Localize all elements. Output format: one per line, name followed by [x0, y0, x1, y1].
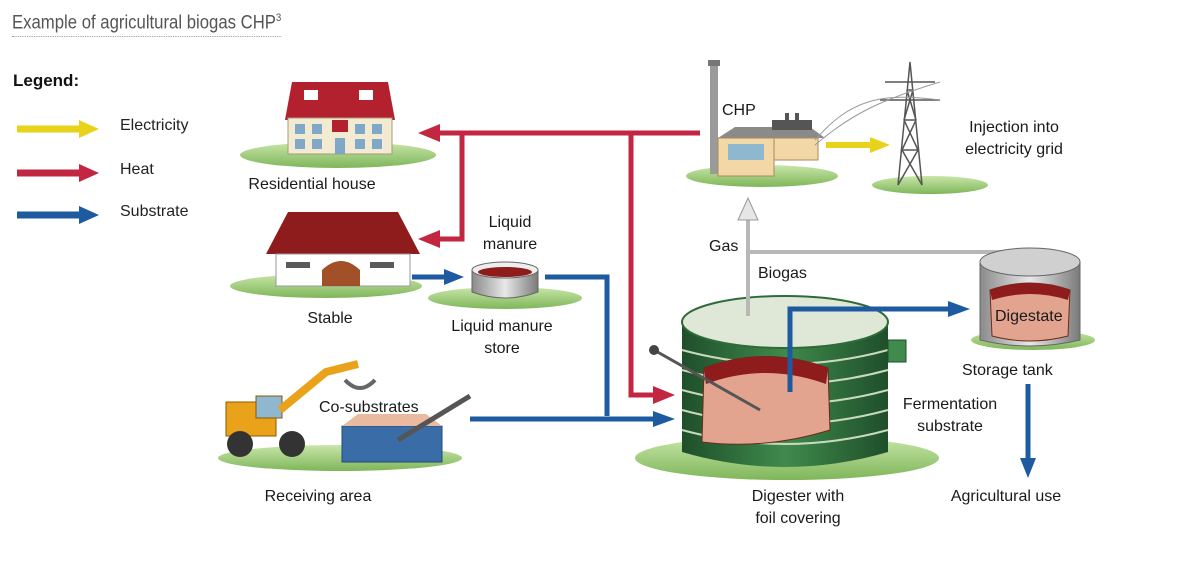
- label-agricultural-use: Agricultural use: [950, 488, 1062, 505]
- legend-title: Legend:: [13, 71, 80, 90]
- heat-arrow-to-house: [418, 124, 440, 142]
- substrate-arrow-to-field: [1020, 458, 1036, 478]
- electricity-arrow-icon: [17, 120, 99, 138]
- chp-unit-icon: [708, 60, 825, 177]
- legend-label-heat: Heat: [120, 161, 154, 178]
- label-fermentation-substrate: Fermentation substrate: [902, 396, 998, 435]
- co-substrate-hopper-icon: [341, 393, 472, 463]
- heat-arrow-icon: [17, 164, 99, 182]
- label-gas: Gas: [709, 238, 739, 255]
- residential-house-icon: [285, 82, 395, 155]
- liquid-manure-store-icon: [471, 261, 539, 299]
- power-pylon-icon: [814, 61, 941, 186]
- legend-label-electricity: Electricity: [120, 117, 189, 134]
- pylon-ground: [872, 176, 988, 194]
- heat-flow-arrows: [440, 130, 700, 398]
- heat-arrow-to-stable: [418, 230, 440, 248]
- label-receiving-area: Receiving area: [264, 488, 372, 505]
- substrate-arrow-icon: [17, 206, 99, 224]
- digester-icon: [649, 295, 907, 467]
- label-stable: Stable: [307, 310, 353, 327]
- stable-icon: [266, 212, 420, 287]
- digestate-flow-arrow: [787, 306, 1031, 460]
- heat-arrow-to-digester: [653, 386, 675, 404]
- gas-flow-lines: [746, 220, 1022, 316]
- legend-item-heat: Heat: [15, 161, 154, 185]
- diagram-title: Example of agricultural biogas CHP3: [12, 12, 282, 38]
- label-digester: Digester with foil covering: [751, 488, 845, 527]
- label-liquid-manure-store: Liquid manure store: [451, 318, 553, 357]
- label-liquid-manure: Liquid manure: [482, 214, 538, 253]
- label-co-substrates: Co-substrates: [319, 399, 419, 416]
- label-residential-house: Residential house: [248, 176, 376, 193]
- substrate-arrow-to-digester: [653, 411, 675, 427]
- substrate-arrow-to-tank: [948, 301, 970, 317]
- label-injection: Injection into electricity grid: [965, 119, 1063, 158]
- storage-tank-icon: [979, 247, 1081, 347]
- substrate-flow-arrows: [412, 274, 655, 422]
- label-biogas: Biogas: [758, 265, 807, 282]
- gas-arrow-to-chp: [737, 196, 759, 221]
- legend-item-electricity: Electricity: [15, 117, 188, 141]
- label-digestate: Digestate: [995, 308, 1063, 325]
- legend-item-substrate: Substrate: [15, 203, 188, 227]
- legend-label-substrate: Substrate: [120, 203, 189, 220]
- substrate-arrow-to-manure-store: [444, 269, 464, 285]
- label-chp: CHP: [722, 102, 756, 119]
- electricity-flow-arrow: [826, 137, 890, 153]
- label-storage-tank: Storage tank: [962, 362, 1053, 379]
- wheel-loader-icon: [225, 360, 377, 457]
